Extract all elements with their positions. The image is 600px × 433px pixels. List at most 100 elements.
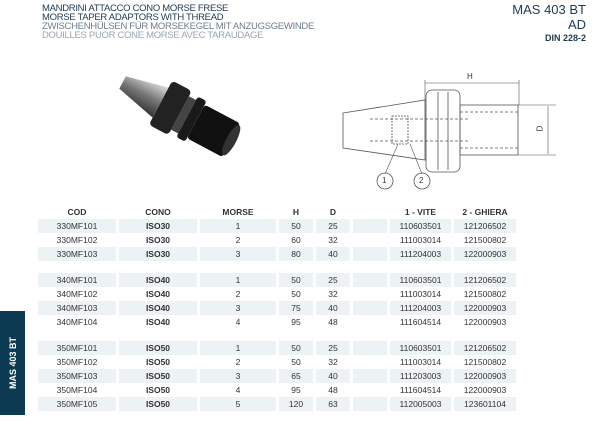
table-cell: ISO40 [145,289,171,299]
table-cell: 25 [316,341,350,355]
table-cell [353,315,387,329]
table-cell: ISO30 [145,235,171,245]
product-photo [119,76,241,156]
column-header [353,204,387,219]
table-cell: 40 [316,369,350,383]
table-cell: 32 [328,235,338,245]
table-cell: 111003014 [399,357,442,367]
table-cell: 122000903 [454,247,516,261]
table-cell: 1 [200,341,276,355]
table-cell: 330MF103 [38,247,116,261]
table-cell: 110603501 [390,273,451,287]
side-tab-label: MAS 403 BT [7,336,18,390]
table-cell: 95 [291,317,301,327]
table-cell: 25 [316,219,350,233]
table-cell [353,355,387,369]
table-cell: ISO30 [119,219,197,233]
table-cell [353,383,387,397]
dim-h-label: H [467,72,473,81]
table-cell: 330MF101 [38,219,116,233]
table-cell: ISO50 [119,397,197,411]
table-cell: 121500802 [463,289,507,299]
table-cell: 2 [235,357,241,367]
dim-d-label: D [535,125,545,132]
table-cell: 60 [291,235,301,245]
table-cell: 48 [328,385,338,395]
table-cell: 50 [279,341,313,355]
table-cell: 75 [279,301,313,315]
table-cell: 340MF102 [56,289,98,299]
table-cell: 111204003 [390,301,451,315]
table-cell: 4 [235,317,241,327]
table-cell: ISO50 [145,357,171,367]
table-cell: ISO40 [145,317,171,327]
table-cell: 32 [328,357,338,367]
table-cell: 112005003 [390,397,451,411]
table-cell: 40 [316,301,350,315]
table-cell: ISO40 [119,273,197,287]
table-cell: 65 [279,369,313,383]
table-cell: 111604514 [399,317,442,327]
table-row: 350MF102 ISO50 2 50 32 111003014 121500802 [38,355,516,369]
title-it: MANDRINI ATTACCO CONO MORSE FRESE [42,3,229,14]
table-cell [353,247,387,261]
table-cell: 350MF102 [56,357,98,367]
table-cell: 111003014 [399,289,442,299]
table-cell: 50 [291,357,301,367]
table-cell: 110603501 [390,341,451,355]
table-cell: 340MF103 [38,301,116,315]
table-cell [353,233,387,247]
table-cell: 3 [200,301,276,315]
table-cell: 340MF101 [38,273,116,287]
table-cell: 111203003 [390,369,451,383]
column-header: MORSE [222,206,254,217]
table-cell: 123601104 [454,397,516,411]
table-cell [353,397,387,411]
table-cell: 32 [328,289,338,299]
table-cell: 121500802 [463,235,507,245]
table-cell: 111604514 [399,385,442,395]
column-header: D [329,206,337,217]
table-cell: ISO30 [119,247,197,261]
table-cell: 2 [235,289,241,299]
table-cell: 50 [279,219,313,233]
table-cell: 111204003 [390,247,451,261]
table-cell: ISO40 [119,301,197,315]
table-cell: 121500802 [463,357,507,367]
table-cell: 2 [235,235,241,245]
table-cell: 121206502 [454,341,516,355]
title-de: ZWISCHENHÜLSEN FÜR MORSEKEGEL MIT ANZUGS… [42,21,314,32]
table-cell: 50 [279,273,313,287]
table-cell: 330MF102 [56,235,98,245]
table-cell: ISO50 [145,385,171,395]
product-sub: AD [567,17,586,32]
table-cell: 122000903 [454,301,516,315]
table-cell: 350MF103 [38,369,116,383]
table-cell [353,341,387,355]
table-cell [353,219,387,233]
table-cell: 121206502 [454,219,516,233]
table-cell: 111003014 [399,235,442,245]
table-cell: 350MF101 [38,341,116,355]
title-en: MORSE TAPER ADAPTORS WITH THREAD [42,12,224,23]
table-cell: 122000903 [454,369,516,383]
table-cell: 5 [200,397,276,411]
column-header: H [292,206,300,217]
norm: DIN 228-2 [544,33,586,43]
table-cell: 50 [291,289,301,299]
table-cell: 110603501 [390,219,451,233]
technical-drawing [342,80,556,190]
callout-1: 1 [382,176,387,185]
column-header: CONO [145,206,171,217]
table-cell: 4 [235,385,241,395]
callout-2: 2 [419,176,424,185]
product-code: MAS 403 BT [512,2,586,17]
column-header: 2 - GHIERA [462,206,508,217]
